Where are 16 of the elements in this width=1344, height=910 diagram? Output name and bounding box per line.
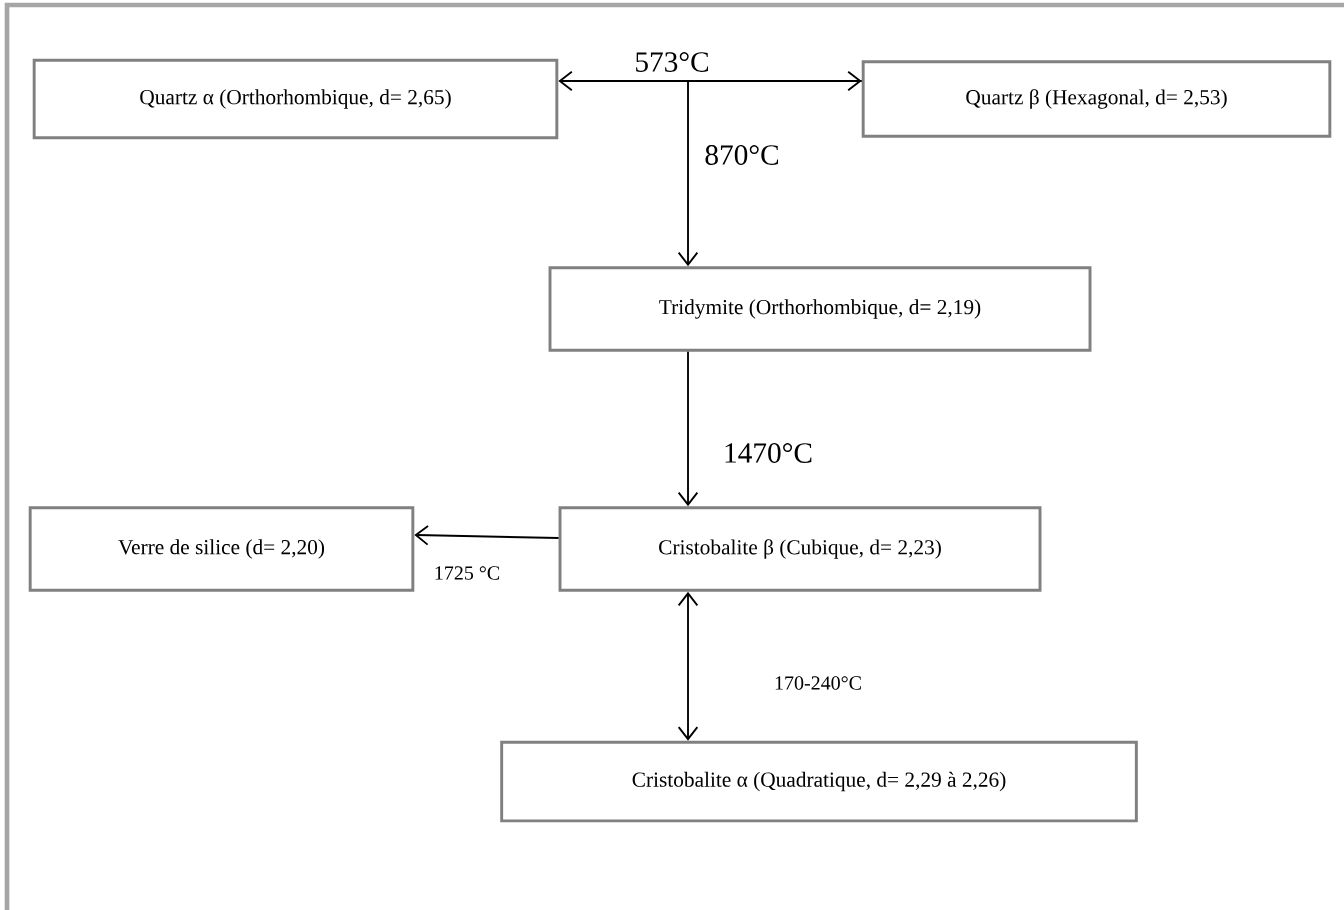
phase-box: Verre de silice (d= 2,20) xyxy=(28,506,415,592)
edge-label: 1725 °C xyxy=(432,564,502,582)
arrow xyxy=(558,70,862,92)
phase-box: Cristobalite α (Quadratique, d= 2,29 à 2,26) xyxy=(500,740,1138,823)
edge-label: 573°C xyxy=(633,50,711,74)
phase-box: Cristobalite β (Cubique, d= 2,23) xyxy=(558,506,1042,592)
arrow xyxy=(677,350,699,507)
edge-label: 170-240°C xyxy=(772,674,864,692)
arrow xyxy=(414,525,560,546)
phase-box: Quartz α (Orthorhombique, d= 2,65) xyxy=(32,58,559,140)
arrow xyxy=(677,80,863,267)
edge-label: 870°C xyxy=(703,143,781,167)
phase-box: Quartz β (Hexagonal, d= 2,53) xyxy=(861,60,1332,138)
phase-box: Tridymite (Orthorhombique, d= 2,19) xyxy=(548,266,1092,352)
edge-label: 1470°C xyxy=(721,441,815,465)
arrow xyxy=(677,591,699,741)
